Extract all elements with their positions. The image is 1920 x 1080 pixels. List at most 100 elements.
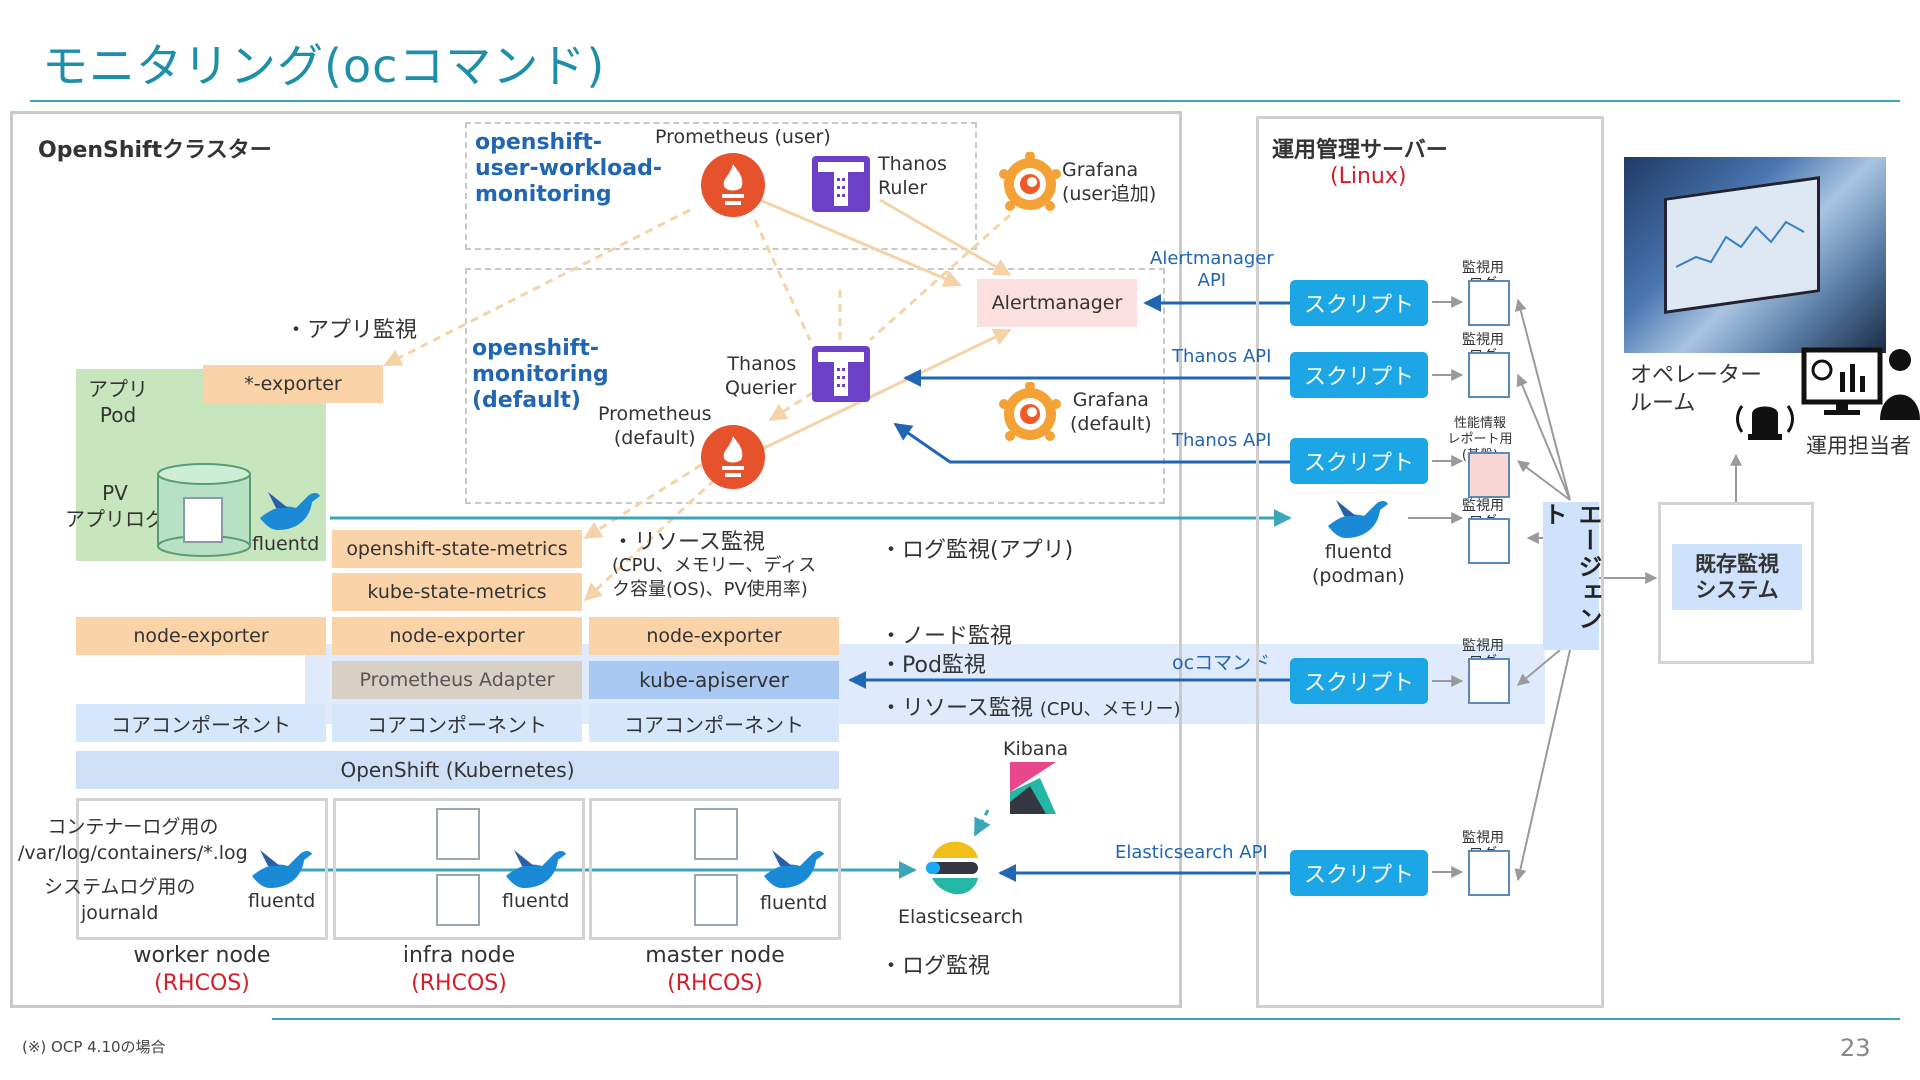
fluentd-podman-label: fluentd (podman) [1312, 541, 1405, 587]
master-node-name: master node (RHCOS) [589, 942, 841, 998]
system-log-label: システムログ用の journald [44, 876, 196, 924]
fluentd-infra-label: fluentd [502, 890, 570, 912]
log-doc-3-icon [1468, 452, 1510, 498]
worker-node-os: (RHCOS) [154, 971, 250, 996]
node-exporter-master: node-exporter [589, 617, 839, 655]
fluentd-master-label: fluentd [760, 892, 828, 914]
fluentd-podman-icon [1328, 500, 1388, 538]
master-log-doc-2 [694, 874, 738, 926]
api-alertmanager: Alertmanager API [1150, 248, 1274, 291]
script-button-2[interactable]: スクリプト [1290, 352, 1428, 398]
uwm-namespace-label: openshift- user-workload- monitoring [475, 130, 662, 207]
core-components-worker: コアコンポーネント [76, 704, 326, 742]
exporter-box: *-exporter [203, 365, 383, 403]
photo-chart-lines [1676, 220, 1805, 268]
resource-monitor2-label: ・リソース監視 (CPU、メモリー) [880, 690, 1181, 722]
footer-note: (※) OCP 4.10の場合 [22, 1038, 166, 1056]
fluentd-master-icon [764, 850, 824, 888]
openshift-state-metrics-box: openshift-state-metrics [332, 530, 582, 568]
master-log-doc-1 [694, 808, 738, 860]
infra-log-doc-2 [436, 874, 480, 926]
title-divider [30, 100, 1900, 102]
app-pod-label: アプリ Pod [88, 377, 148, 427]
worker-node-box [76, 798, 328, 940]
agent-bar: エージェント [1539, 502, 1602, 650]
resource-monitor2-text: ・リソース監視 [880, 696, 1033, 721]
ops-server-frame [1256, 116, 1604, 1008]
script-button-1[interactable]: スクリプト [1290, 280, 1428, 326]
operator-room-photo [1624, 157, 1886, 353]
core-components-master: コアコンポーネント [589, 704, 839, 742]
fluentd-infra-icon [506, 850, 566, 888]
container-log-label: コンテナーログ用の /var/log/containers/*.log [18, 816, 248, 864]
monitoring-namespace-label: openshift- monitoring (default) [472, 336, 609, 413]
log-monitor-label: ・ログ監視 [880, 954, 991, 979]
script-button-4[interactable]: スクリプト [1290, 658, 1428, 704]
script-button-5[interactable]: スクリプト [1290, 850, 1428, 896]
elasticsearch-icon [926, 841, 978, 895]
prometheus-user-label: Prometheus (user) [655, 126, 831, 148]
existing-system-box: 既存監視 システム [1672, 544, 1802, 610]
node-exporter-worker: node-exporter [76, 617, 326, 655]
cluster-title: OpenShiftクラスター [38, 138, 272, 163]
worker-node-name: worker node (RHCOS) [76, 942, 328, 998]
kube-apiserver-box: kube-apiserver [589, 661, 839, 699]
resource-monitor-label: ・リソース監視 [612, 530, 765, 555]
openshift-kubernetes-bar: OpenShift (Kubernetes) [76, 751, 839, 789]
grafana-default-icon [999, 382, 1061, 441]
resource-monitor-detail: (CPU、メモリー、ディス ク容量(OS)、PV使用率) [612, 555, 817, 600]
kibana-icon [1010, 762, 1056, 814]
pv-cylinder-icon [157, 463, 251, 557]
elasticsearch-label: Elasticsearch [898, 906, 1024, 928]
alarm-icon [1736, 405, 1794, 440]
fluentd-worker-label: fluentd [248, 890, 316, 912]
openshift-cluster-frame [10, 111, 1182, 1008]
server-os: (Linux) [1330, 164, 1407, 189]
existing-system-frame [1658, 502, 1814, 664]
fluentd-worker-icon [252, 850, 312, 888]
prometheus-adapter-box: Prometheus Adapter [332, 661, 582, 699]
log-doc-5-icon [1468, 658, 1510, 704]
pod-monitor-label: ・Pod監視 [880, 653, 986, 678]
api-elasticsearch: Elasticsearch API [1115, 842, 1268, 863]
infra-node-name: infra node (RHCOS) [333, 942, 585, 998]
log-doc-1-icon [1468, 280, 1510, 326]
log-doc-4-icon [1468, 518, 1510, 564]
thanos-querier-icon [812, 346, 870, 402]
monitoring-namespace-box [465, 268, 1165, 504]
api-thanos-2: Thanos API [1172, 430, 1272, 451]
prometheus-user-icon [701, 153, 765, 217]
kube-state-metrics-box: kube-state-metrics [332, 573, 582, 611]
alertmanager-box: Alertmanager [977, 279, 1137, 327]
page-number: 23 [1840, 1034, 1871, 1062]
grafana-user-icon [999, 152, 1061, 211]
api-thanos-1: Thanos API [1172, 346, 1272, 367]
master-node-title: master node [645, 943, 785, 968]
oc-command-label: ocコマンド [1172, 652, 1271, 674]
log-doc-2-icon [1468, 352, 1510, 398]
worker-node-title: worker node [133, 943, 271, 968]
master-node-box [589, 798, 841, 940]
thanos-ruler-icon [812, 156, 870, 212]
operator-label: 運用担当者 [1806, 434, 1911, 458]
infra-node-title: infra node [402, 943, 516, 968]
master-node-os: (RHCOS) [667, 971, 763, 996]
log-app-monitor-label: ・ログ監視(アプリ) [880, 538, 1074, 563]
prometheus-default-label: Prometheus (default) [598, 403, 712, 449]
alertmanager-label: Alertmanager [991, 292, 1123, 314]
grafana-default-label: Grafana (default) [1070, 389, 1152, 435]
fluentd-app-label: fluentd [252, 533, 320, 555]
operator-monitor-icon [1801, 347, 1920, 420]
page-title: モニタリング(ocコマンド) [42, 39, 606, 93]
pv-label: PV アプリログ [65, 481, 165, 531]
thanos-ruler-label: Thanos Ruler [878, 153, 947, 199]
fluentd-app-icon [260, 492, 320, 530]
infra-log-doc-1 [436, 808, 480, 860]
core-components-infra: コアコンポーネント [332, 704, 582, 742]
footer-divider [272, 1018, 1900, 1020]
infra-node-os: (RHCOS) [411, 971, 507, 996]
script-button-3[interactable]: スクリプト [1290, 438, 1428, 484]
node-monitor-label: ・ノード監視 [880, 624, 1013, 649]
resource-monitor2-detail: (CPU、メモリー) [1039, 699, 1181, 720]
kibana-label: Kibana [1003, 738, 1069, 760]
